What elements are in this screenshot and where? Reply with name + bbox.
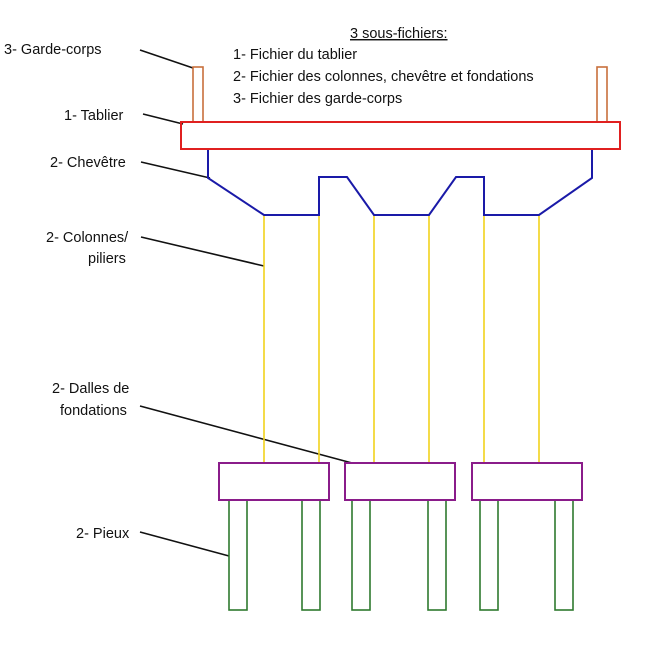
notes-item-2: 2- Fichier des colonnes, chevêtre et fon… bbox=[233, 69, 534, 85]
dalles-group bbox=[218, 462, 583, 501]
label-dalles-line1: 2- Dalles de bbox=[52, 381, 129, 397]
label-colonnes-line1: 2- Colonnes/ bbox=[46, 230, 129, 246]
pile bbox=[427, 499, 447, 611]
leader-lines bbox=[139, 49, 353, 557]
guard-rail-right bbox=[596, 66, 608, 123]
label-garde-corps: 3- Garde-corps bbox=[4, 42, 102, 58]
leader-pieux bbox=[139, 531, 230, 557]
pile bbox=[301, 499, 321, 611]
leader-garde-corps bbox=[139, 49, 194, 69]
leader-colonnes bbox=[140, 236, 265, 267]
chevetre-outline bbox=[207, 149, 593, 216]
notes-title: 3 sous-fichiers: bbox=[350, 26, 448, 42]
foundation-slab bbox=[344, 462, 456, 501]
leader-chevetre bbox=[140, 161, 211, 179]
leader-tablier bbox=[142, 113, 184, 125]
pile bbox=[554, 499, 574, 611]
foundation-slab bbox=[471, 462, 583, 501]
tablier-deck bbox=[180, 121, 621, 150]
sub-files-notes: 3 sous-fichiers: 1- Fichier du tablier 2… bbox=[233, 26, 534, 107]
foundation-slab bbox=[218, 462, 330, 501]
columns-group bbox=[263, 215, 540, 463]
leader-dalles bbox=[139, 405, 353, 464]
pile bbox=[228, 499, 248, 611]
guard-rail-left bbox=[192, 66, 204, 123]
notes-item-1: 1- Fichier du tablier bbox=[233, 47, 357, 63]
label-dalles-line2: fondations bbox=[60, 403, 127, 419]
pile bbox=[479, 499, 499, 611]
label-tablier: 1- Tablier bbox=[64, 108, 124, 124]
label-chevetre: 2- Chevêtre bbox=[50, 155, 126, 171]
pieux-group bbox=[228, 499, 574, 611]
notes-item-3: 3- Fichier des garde-corps bbox=[233, 91, 402, 107]
label-pieux: 2- Pieux bbox=[76, 526, 130, 542]
component-labels: 3- Garde-corps 1- Tablier 2- Chevêtre 2-… bbox=[4, 42, 130, 542]
pile bbox=[351, 499, 371, 611]
label-colonnes-line2: piliers bbox=[88, 251, 126, 267]
